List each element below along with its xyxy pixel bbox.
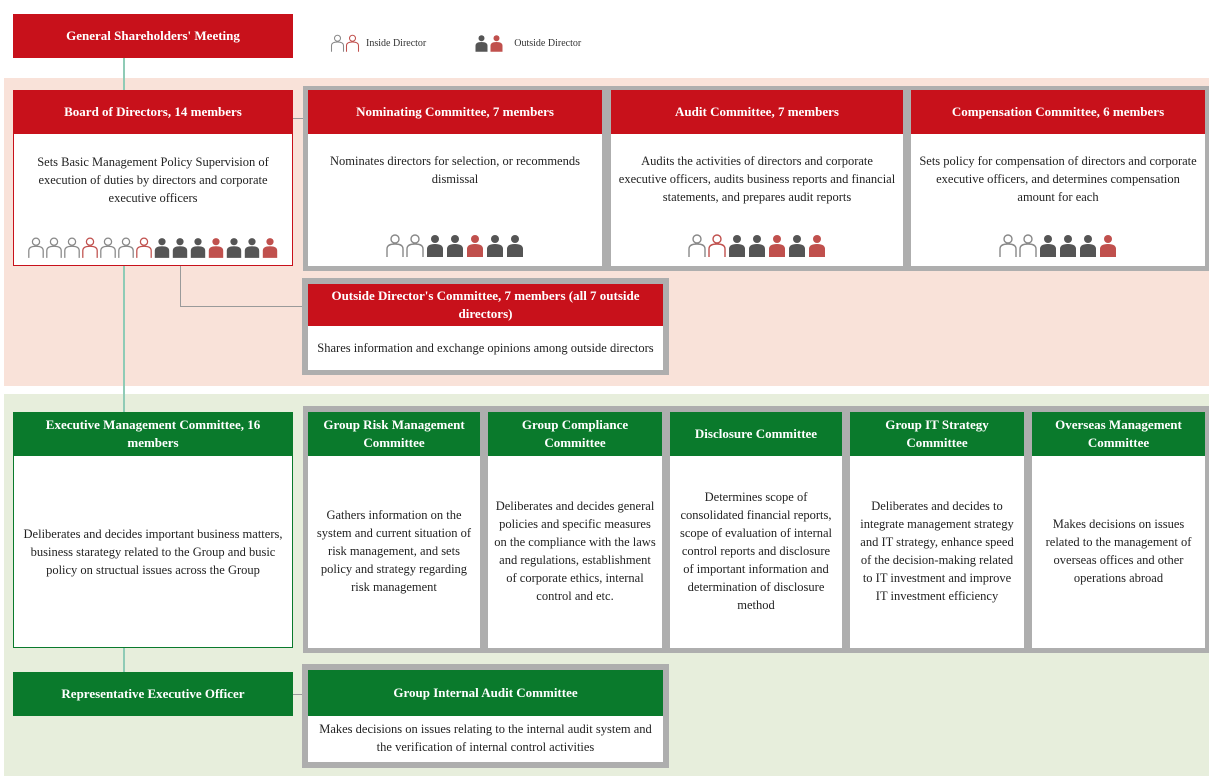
exec-committee-title: Overseas Management Committee [1032, 412, 1205, 456]
board-members [14, 229, 292, 259]
executive-title: Executive Management Committee, 16 membe… [13, 412, 293, 456]
legend-inside-label: Inside Director [366, 37, 427, 49]
representative-executive-officer: Representative Executive Officer [13, 672, 293, 716]
outside-director-person-icon [749, 235, 765, 257]
legend: Inside Director Outside Director [330, 32, 581, 54]
exec-committee-title: Group IT Strategy Committee [850, 412, 1024, 456]
executive-description: Deliberates and decides important busine… [23, 527, 283, 577]
inside-director-person-icon [345, 34, 360, 52]
outside-director-person-icon [507, 235, 523, 257]
inside-director-person-icon [118, 237, 134, 258]
nominating-committee: Nominating Committee, 7 members Nominate… [308, 90, 602, 266]
committee-title: Nominating Committee, 7 members [308, 90, 602, 134]
group-internal-audit-committee: Group Internal Audit Committee Makes dec… [308, 670, 663, 762]
shareholders-meeting: General Shareholders' Meeting [13, 14, 293, 58]
exec-committee-description: Deliberates and decides general policies… [494, 499, 656, 603]
committee-members [611, 228, 903, 258]
connector-line [123, 266, 125, 414]
internal-audit-description: Makes decisions on issues relating to th… [319, 722, 652, 754]
exec-committee-description: Gathers information on the system and cu… [316, 508, 472, 594]
outside-director-person-icon [172, 238, 188, 258]
exec-committee-title: Group Risk Management Committee [308, 412, 480, 456]
internal-audit-title: Group Internal Audit Committee [308, 670, 663, 716]
committee-title: Audit Committee, 7 members [611, 90, 903, 134]
outside-director-icon [474, 34, 504, 53]
legend-outside-label: Outside Director [514, 37, 582, 49]
outside-director-person-icon [427, 235, 443, 257]
inside-director-person-icon [999, 234, 1017, 257]
inside-director-person-icon [406, 234, 424, 257]
board-description: Sets Basic Management Policy Supervision… [37, 155, 269, 205]
inside-director-person-icon [46, 237, 62, 258]
outside-director-person-icon [769, 235, 785, 257]
inside-director-person-icon [28, 237, 44, 258]
committee-description: Audits the activities of directors and c… [618, 154, 896, 204]
committee-description: Nominates directors for selection, or re… [330, 154, 580, 186]
outside-director-person-icon [190, 238, 206, 258]
outside-director-person-icon [154, 238, 170, 258]
outside-director-person-icon [1080, 235, 1096, 257]
connector-line [123, 646, 125, 672]
overseas-management-committee: Overseas Management Committee Makes deci… [1032, 412, 1205, 648]
inside-director-person-icon [100, 237, 116, 258]
committee-members [911, 228, 1205, 258]
outside-director-person-icon [487, 235, 503, 257]
exec-committee-title: Disclosure Committee [670, 412, 842, 456]
inside-director-person-icon [708, 234, 726, 257]
outside-committee-title: Outside Director's Committee, 7 members … [308, 284, 663, 326]
committee-description: Sets policy for compensation of director… [919, 154, 1197, 204]
disclosure-committee: Disclosure Committee Determines scope of… [670, 412, 842, 648]
exec-committee-description: Deliberates and decides to integrate man… [860, 499, 1014, 603]
committee-members [308, 228, 602, 258]
exec-committee-description: Makes decisions on issues related to the… [1045, 517, 1192, 585]
exec-committee-description: Determines scope of consolidated financi… [679, 490, 833, 612]
outside-director-person-icon [467, 235, 483, 257]
outside-director-person-icon [1060, 235, 1076, 257]
inside-director-icon [330, 34, 360, 53]
outside-director-person-icon [244, 238, 260, 258]
representative-title: Representative Executive Officer [13, 672, 293, 716]
inside-director-person-icon [82, 237, 98, 258]
outside-committee-description: Shares information and exchange opinions… [317, 341, 654, 355]
connector-line [180, 306, 304, 307]
outside-director-person-icon [208, 238, 224, 258]
group-it-strategy-committee: Group IT Strategy Committee Deliberates … [850, 412, 1024, 648]
outside-director-person-icon [809, 235, 825, 257]
outside-director-person-icon [1040, 235, 1056, 257]
connector-line [123, 58, 125, 90]
connector-line [180, 266, 181, 307]
outside-director-person-icon [447, 235, 463, 257]
outside-director-person-icon [475, 34, 488, 52]
outside-director-person-icon [1100, 235, 1116, 257]
outside-director-person-icon [226, 238, 242, 258]
exec-committee-title: Group Compliance Committee [488, 412, 662, 456]
committee-title: Compensation Committee, 6 members [911, 90, 1205, 134]
outside-directors-committee: Outside Director's Committee, 7 members … [308, 284, 663, 370]
connector-line [292, 694, 308, 695]
connector-line [292, 118, 308, 119]
inside-director-person-icon [1019, 234, 1037, 257]
outside-director-person-icon [262, 238, 278, 258]
group-risk-management-committee: Group Risk Management Committee Gathers … [308, 412, 480, 648]
inside-director-person-icon [136, 237, 152, 258]
inside-director-person-icon [386, 234, 404, 257]
audit-committee: Audit Committee, 7 members Audits the ac… [611, 90, 903, 266]
outside-director-person-icon [490, 34, 503, 52]
group-compliance-committee: Group Compliance Committee Deliberates a… [488, 412, 662, 648]
executive-management-committee: Executive Management Committee, 16 membe… [13, 412, 293, 648]
inside-director-person-icon [688, 234, 706, 257]
outside-director-person-icon [789, 235, 805, 257]
board-of-directors: Board of Directors, 14 members Sets Basi… [13, 90, 293, 266]
inside-director-person-icon [330, 34, 345, 52]
inside-director-person-icon [64, 237, 80, 258]
outside-director-person-icon [729, 235, 745, 257]
shareholders-meeting-label: General Shareholders' Meeting [13, 14, 293, 58]
board-title: Board of Directors, 14 members [13, 90, 293, 134]
compensation-committee: Compensation Committee, 6 members Sets p… [911, 90, 1205, 266]
